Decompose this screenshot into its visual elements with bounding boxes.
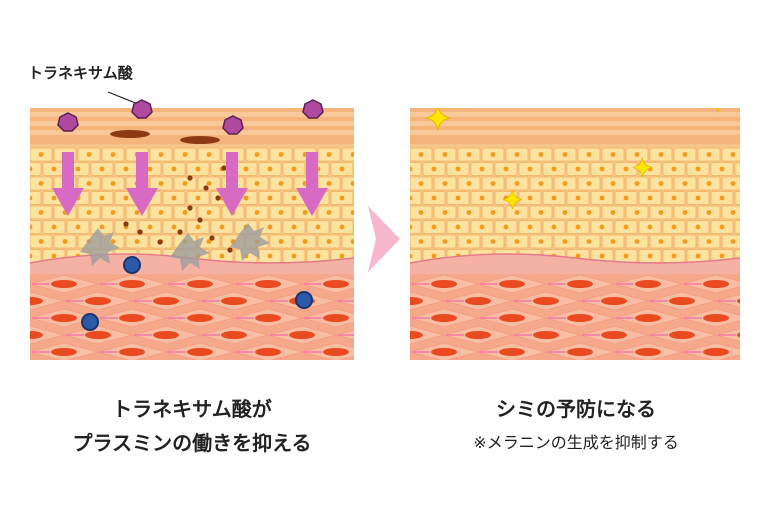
transition-arrow: [368, 206, 400, 272]
basal-layer: [410, 253, 740, 274]
skin-panel-after: [410, 108, 740, 360]
inhibition-arrows: [52, 152, 328, 216]
arrow-down: [52, 152, 84, 216]
arrow-down: [126, 152, 158, 216]
sparkle-icon: [502, 189, 523, 210]
dermis-layer: [30, 274, 354, 360]
sparkle-icon: [632, 157, 653, 178]
right-caption-line1: シミの予防になる: [496, 397, 656, 421]
stratum-corneum: [410, 108, 740, 144]
tranexamic-molecule: [131, 99, 153, 119]
melanocytes: [80, 223, 270, 271]
plasmin-cell: [123, 256, 141, 274]
plasmin-cell: [81, 313, 99, 331]
right-caption-note: ※メラニンの生成を抑制する: [473, 433, 679, 452]
label-leader-line: [107, 91, 139, 105]
left-caption-line1: トラネキサム酸が: [112, 397, 272, 421]
sparkle-icon: [425, 108, 451, 131]
arrow-down: [296, 152, 328, 216]
tranexamic-molecule: [57, 112, 79, 132]
dermis-layer: [410, 274, 740, 360]
tranexamic-molecule: [222, 115, 244, 135]
tranexamic-molecule: [302, 99, 324, 119]
sparkles: [425, 108, 720, 210]
epidermis-cells: [410, 144, 740, 263]
arrow-down: [216, 152, 248, 216]
skin-panel-before: [30, 108, 354, 360]
tranexamic-acid-label: トラネキサム酸: [28, 64, 133, 82]
melanin-spots: [110, 130, 220, 144]
sparkle-icon: [716, 108, 720, 113]
left-caption-line2: プラスミンの働きを抑える: [72, 431, 312, 455]
plasmin-cells: [81, 256, 313, 331]
plasmin-cell: [295, 291, 313, 309]
melanin-granules: [123, 165, 233, 253]
